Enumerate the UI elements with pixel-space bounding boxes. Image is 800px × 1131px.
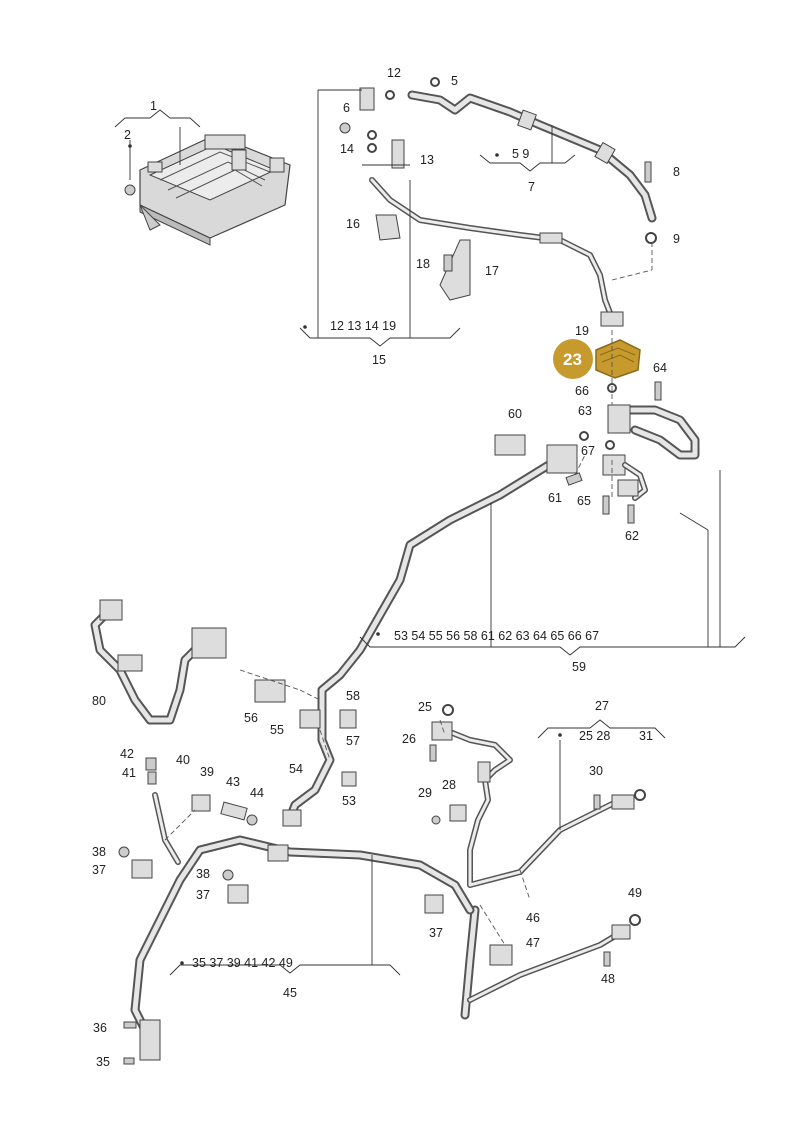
label-56[interactable]: 56 xyxy=(244,711,258,725)
label-64[interactable]: 64 xyxy=(653,361,667,375)
label-48[interactable]: 48 xyxy=(601,972,615,986)
label-46[interactable]: 46 xyxy=(526,911,540,925)
label-60[interactable]: 60 xyxy=(508,407,522,421)
label-27[interactable]: 27 xyxy=(595,699,609,713)
label-39[interactable]: 39 xyxy=(200,765,214,779)
right-connector-block xyxy=(494,381,700,524)
label-2[interactable]: 2 xyxy=(124,128,131,142)
label-55[interactable]: 55 xyxy=(270,723,284,737)
label-61[interactable]: 61 xyxy=(548,491,562,505)
upper-hose-assembly xyxy=(339,77,657,327)
label-40[interactable]: 40 xyxy=(176,753,190,767)
label-38b[interactable]: 38 xyxy=(196,867,210,881)
label-45[interactable]: 45 xyxy=(283,986,297,1000)
label-6[interactable]: 6 xyxy=(343,101,350,115)
label-5[interactable]: 5 xyxy=(451,74,458,88)
label-53[interactable]: 53 xyxy=(342,794,356,808)
label-28[interactable]: 28 xyxy=(442,778,456,792)
label-37c[interactable]: 37 xyxy=(429,926,443,940)
long-hose-59 xyxy=(254,444,578,827)
group-7-items: 5 9 xyxy=(512,147,529,161)
label-23[interactable]: 23 xyxy=(563,350,582,369)
label-17[interactable]: 17 xyxy=(485,264,499,278)
group-27-items: 25 28 xyxy=(579,729,610,743)
label-31[interactable]: 31 xyxy=(639,729,653,743)
label-30[interactable]: 30 xyxy=(589,764,603,778)
label-37b[interactable]: 37 xyxy=(196,888,210,902)
label-49[interactable]: 49 xyxy=(628,886,642,900)
label-8[interactable]: 8 xyxy=(673,165,680,179)
label-7[interactable]: 7 xyxy=(528,180,535,194)
hose-80 xyxy=(90,599,227,725)
label-13[interactable]: 13 xyxy=(420,153,434,167)
label-36[interactable]: 36 xyxy=(93,1021,107,1035)
group-15-items: 12 13 14 19 xyxy=(330,319,396,333)
leader-lines xyxy=(114,89,746,976)
label-18[interactable]: 18 xyxy=(416,257,430,271)
label-65[interactable]: 65 xyxy=(577,494,591,508)
label-38a[interactable]: 38 xyxy=(92,845,106,859)
part-number-labels: 1 2 5 6 12 14 13 5 9 7 8 9 16 18 17 12 1… xyxy=(92,66,680,1069)
label-15[interactable]: 15 xyxy=(372,353,386,367)
label-54[interactable]: 54 xyxy=(289,762,303,776)
label-63[interactable]: 63 xyxy=(578,404,592,418)
hose-45 xyxy=(118,757,513,1065)
label-14[interactable]: 14 xyxy=(340,142,354,156)
label-58[interactable]: 58 xyxy=(346,689,360,703)
label-26[interactable]: 26 xyxy=(402,732,416,746)
group-59-items: 53 54 55 56 58 61 62 63 64 65 66 67 xyxy=(394,629,599,643)
label-41[interactable]: 41 xyxy=(122,766,136,780)
label-66[interactable]: 66 xyxy=(575,384,589,398)
part-23-highlight xyxy=(553,339,641,379)
label-16[interactable]: 16 xyxy=(346,217,360,231)
label-44[interactable]: 44 xyxy=(250,786,264,800)
group-45-items: 35 37 39 41 42 49 xyxy=(192,956,293,970)
label-37a[interactable]: 37 xyxy=(92,863,106,877)
label-19[interactable]: 19 xyxy=(575,324,589,338)
label-9[interactable]: 9 xyxy=(673,232,680,246)
label-43[interactable]: 43 xyxy=(226,775,240,789)
part-1-module xyxy=(124,134,291,246)
label-12[interactable]: 12 xyxy=(387,66,401,80)
label-80[interactable]: 80 xyxy=(92,694,106,708)
label-1[interactable]: 1 xyxy=(150,99,157,113)
label-59[interactable]: 59 xyxy=(572,660,586,674)
label-57[interactable]: 57 xyxy=(346,734,360,748)
label-62[interactable]: 62 xyxy=(625,529,639,543)
callout-23-circle[interactable] xyxy=(553,339,593,379)
bullet-dots xyxy=(128,144,562,965)
hose-27 xyxy=(429,704,646,1003)
label-67[interactable]: 67 xyxy=(581,444,595,458)
label-47[interactable]: 47 xyxy=(526,936,540,950)
label-25[interactable]: 25 xyxy=(418,700,432,714)
label-42[interactable]: 42 xyxy=(120,747,134,761)
label-35[interactable]: 35 xyxy=(96,1055,110,1069)
label-29[interactable]: 29 xyxy=(418,786,432,800)
